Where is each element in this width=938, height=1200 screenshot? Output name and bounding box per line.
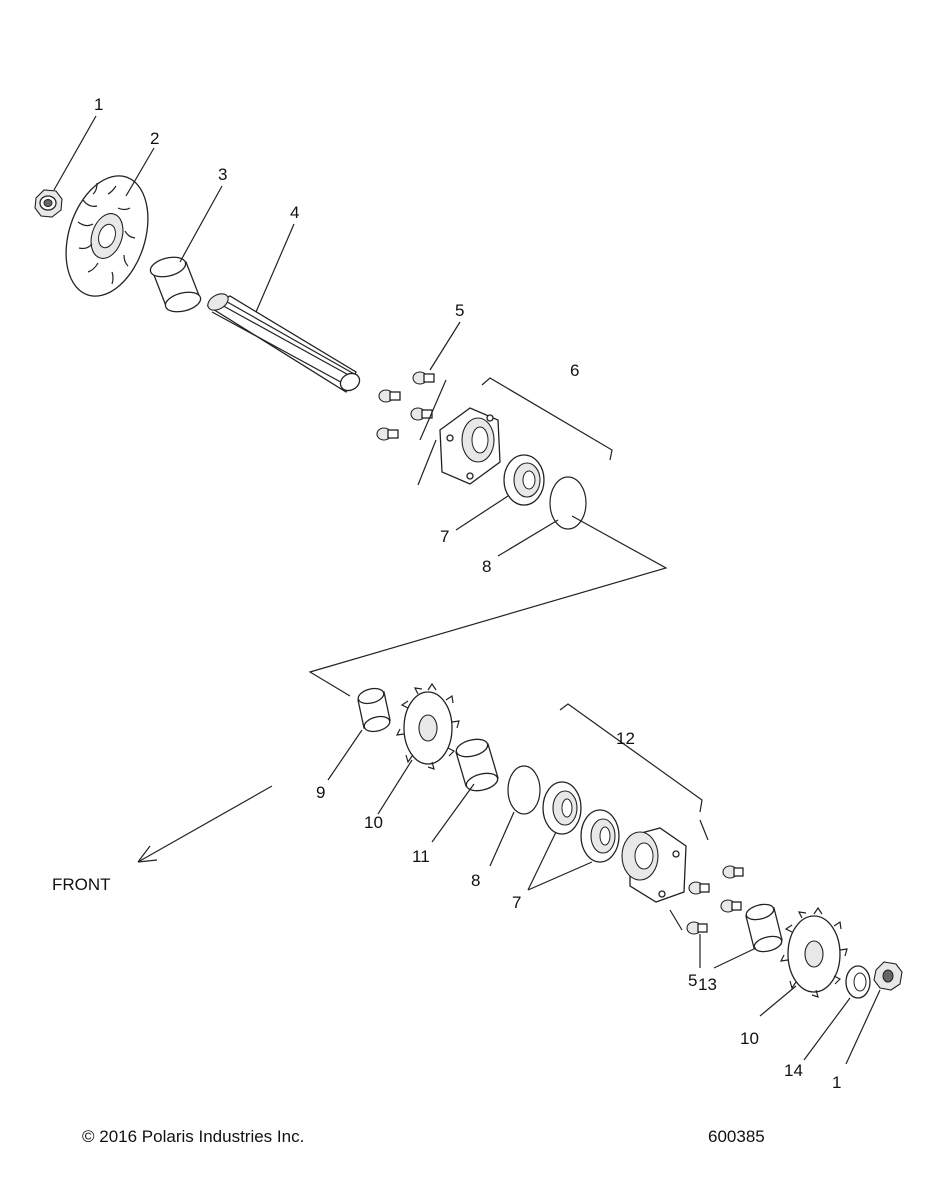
callout-12: 12 (616, 729, 635, 748)
callout-10-front: 10 (364, 813, 383, 832)
part-3-spacer (149, 256, 202, 313)
part-6-bearing-housing (417, 379, 501, 486)
callout-8-lower: 8 (471, 871, 480, 890)
front-label: FRONT (52, 875, 111, 894)
front-direction-arrow (137, 785, 273, 863)
part-14-washer (845, 965, 871, 999)
bracket-part-12 (559, 703, 703, 813)
part-8-snap-ring-lower (507, 765, 541, 815)
part-5-bolts-lower (686, 865, 744, 935)
callout-7-upper: 7 (440, 527, 449, 546)
part-10-sprocket-rear (779, 906, 848, 998)
part-8-snap-ring-upper (549, 476, 587, 530)
part-7-bearing-upper (503, 454, 545, 506)
part-7-bearings-lower (542, 781, 620, 863)
callout-2: 2 (150, 129, 159, 148)
part-2-brake-disc (65, 175, 149, 297)
callout-5-upper: 5 (455, 301, 464, 320)
callout-3: 3 (218, 165, 227, 184)
callout-1-top: 1 (94, 95, 103, 114)
callout-5-lower: 5 (688, 971, 697, 990)
part-9-spacer (357, 687, 391, 733)
part-1-nut-top (34, 189, 63, 218)
part-5-bolts-upper (376, 371, 435, 441)
bracket-part-6 (481, 377, 613, 461)
assembly-connector-line (308, 515, 668, 697)
callout-4: 4 (290, 203, 299, 222)
callout-8-upper: 8 (482, 557, 491, 576)
part-13-spacer (745, 903, 783, 953)
diagram-number: 600385 (708, 1127, 765, 1146)
callout-6: 6 (570, 361, 579, 380)
callout-1-bottom: 1 (832, 1073, 841, 1092)
callout-13: 13 (698, 975, 717, 994)
leader-lines (53, 115, 881, 1065)
part-4-axle-shaft (206, 293, 361, 393)
part-1-nut-bottom (873, 961, 903, 991)
part-12-bearing-housing (621, 819, 709, 931)
callout-14: 14 (784, 1061, 803, 1080)
callout-9: 9 (316, 783, 325, 802)
copyright-text: © 2016 Polaris Industries Inc. (82, 1127, 304, 1146)
callout-7-lower: 7 (512, 893, 521, 912)
callout-11: 11 (412, 847, 430, 866)
part-11-spacer (455, 738, 499, 792)
part-10-sprocket-front (395, 682, 460, 770)
callout-10-rear: 10 (740, 1029, 759, 1048)
callout-labels: 1 2 3 4 5 6 7 8 9 10 11 12 8 7 5 13 10 1… (94, 95, 841, 1092)
